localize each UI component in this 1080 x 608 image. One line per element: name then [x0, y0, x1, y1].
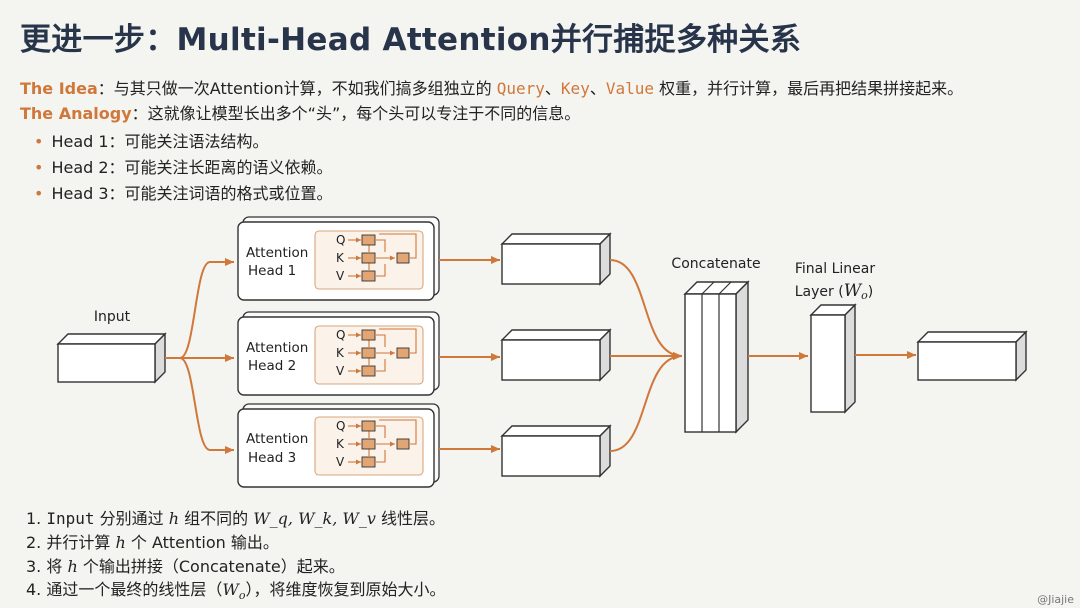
step-1-text-a: 分别通过	[94, 509, 169, 528]
step-number: 1.	[26, 509, 42, 528]
step-3: 3. 将 h 个输出拼接（Concatenate）起来。	[26, 553, 345, 577]
step-number: 3.	[26, 557, 42, 576]
step-4: 4. 通过一个最终的线性层（Wo），将维度恢复到原始大小。	[26, 576, 445, 602]
k-label: K	[336, 346, 345, 360]
attention-head-3: Attention Head 3 Q K V	[237, 403, 440, 488]
attention-head-1: Attention Head 1 Q K V	[237, 216, 440, 301]
head-2-internal-block: Q K V	[314, 325, 424, 385]
q-label: Q	[336, 233, 345, 247]
final-linear-layer-block	[809, 303, 857, 414]
idea-text-2: 权重，并行计算，最后再把结果拼接起来。	[654, 79, 964, 98]
q-label: Q	[336, 419, 345, 433]
concat-label: Concatenate	[671, 256, 760, 272]
concat-input-arrows	[609, 259, 683, 452]
step-4-text-b: ），将维度恢复到原始大小。	[245, 580, 446, 599]
concat-block	[683, 280, 750, 434]
input-label: Input	[94, 309, 131, 325]
step-3-text-a: 将	[46, 557, 68, 576]
idea-sep-1: 、	[544, 79, 561, 98]
v-label: V	[336, 269, 345, 283]
query-term: Query	[496, 79, 545, 98]
bullet-head-1: • Head 1：可能关注语法结构。	[34, 128, 269, 152]
step-2-text-b: 个 Attention 输出。	[125, 533, 279, 552]
head-1-title: Attention	[246, 245, 308, 261]
input-arrows	[165, 258, 234, 454]
head-1-output-block	[500, 232, 612, 286]
final-output-block	[916, 330, 1028, 382]
step-4-W: W	[222, 580, 239, 599]
corner-watermark: @Jiajie	[1037, 593, 1074, 606]
bullet-text: Head 3：可能关注词语的格式或位置。	[51, 184, 333, 203]
q-label: Q	[336, 328, 345, 342]
bullet-text: Head 1：可能关注语法结构。	[51, 132, 269, 151]
step-2-h: h	[115, 533, 126, 552]
head-3-subtitle: Head 3	[248, 450, 296, 466]
bullet-head-2: • Head 2：可能关注长距离的语义依赖。	[34, 154, 333, 178]
step-3-text-b: 个输出拼接（Concatenate）起来。	[77, 557, 345, 576]
analogy-colon: ：	[131, 104, 148, 123]
bullet-dot-icon: •	[34, 132, 44, 151]
head-3-internal-block: Q K V	[314, 416, 424, 476]
step-1: 1. Input 分别通过 h 组不同的 W_q, W_k, W_v 线性层。	[26, 505, 445, 529]
step-3-h: h	[67, 557, 78, 576]
v-label: V	[336, 364, 345, 378]
head-1-internal-block: Q K V	[314, 230, 424, 290]
step-number: 4.	[26, 580, 42, 599]
bullet-dot-icon: •	[34, 158, 44, 177]
idea-colon: ：	[97, 79, 114, 98]
bullet-head-3: • Head 3：可能关注词语的格式或位置。	[34, 180, 333, 204]
page-title: 更进一步：Multi-Head Attention并行捕捉多种关系	[20, 22, 802, 58]
linear-label-line-1: Final Linear	[795, 261, 875, 277]
step-1-text-c: 线性层。	[375, 509, 445, 528]
step-2-text-a: 并行计算	[46, 533, 116, 552]
head-2-title: Attention	[246, 340, 308, 356]
step-2: 2. 并行计算 h 个 Attention 输出。	[26, 529, 279, 553]
idea-text-1: 与其只做一次Attention计算，不如我们搞多组独立的	[113, 79, 497, 98]
idea-sep-2: 、	[589, 79, 606, 98]
head-2-output-block	[500, 328, 612, 382]
linear-label-line-2: Layer (Wo)	[795, 281, 874, 302]
idea-label: The Idea	[20, 79, 98, 98]
attention-head-2: Attention Head 2 Q K V	[237, 311, 440, 396]
k-label: K	[336, 437, 345, 451]
step-1-text-b: 组不同的	[179, 509, 254, 528]
step-number: 2.	[26, 533, 42, 552]
analogy-line: The Analogy：这就像让模型长出多个“头”，每个头可以专注于不同的信息。	[20, 100, 580, 124]
analogy-text: 这就像让模型长出多个“头”，每个头可以专注于不同的信息。	[147, 104, 581, 123]
value-term: Value	[605, 79, 655, 98]
step-1-h: h	[168, 509, 180, 528]
k-label: K	[336, 251, 345, 265]
bullet-dot-icon: •	[34, 184, 44, 203]
input-block	[56, 332, 167, 384]
head-3-output-block	[500, 424, 612, 478]
step-4-sub: o	[238, 589, 246, 603]
step-1-weights: W_q, W_k, W_v	[253, 509, 376, 528]
bullet-text: Head 2：可能关注长距离的语义依赖。	[51, 158, 333, 177]
key-term: Key	[560, 79, 590, 98]
idea-line: The Idea：与其只做一次Attention计算，不如我们搞多组独立的 Qu…	[20, 75, 963, 99]
step-4-text-a: 通过一个最终的线性层（	[46, 580, 223, 599]
head-1-subtitle: Head 1	[248, 263, 296, 279]
v-label: V	[336, 455, 345, 469]
head-output-arrows	[439, 256, 500, 453]
step-1-input-term: Input	[46, 509, 95, 528]
head-2-subtitle: Head 2	[248, 358, 296, 374]
head-3-title: Attention	[246, 431, 308, 447]
analogy-label: The Analogy	[20, 104, 132, 123]
